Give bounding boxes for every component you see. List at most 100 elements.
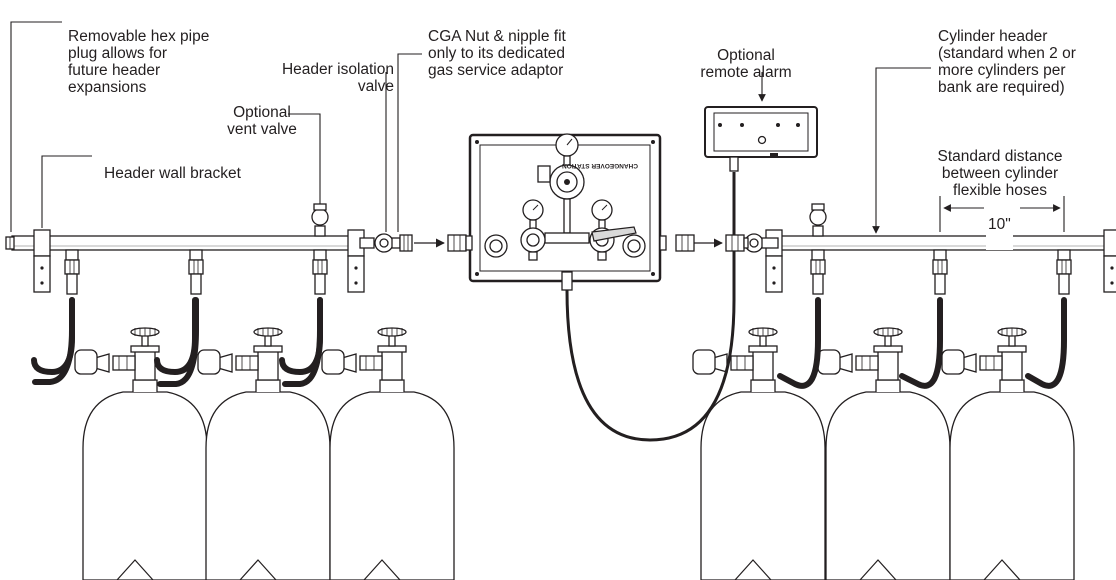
gauge-needle: [601, 204, 608, 211]
alarm-silence-button: [757, 135, 767, 145]
panel-port-inner: [489, 239, 503, 253]
cylinder-outlet-nut: [855, 355, 879, 371]
alarm-mount-tab: [770, 153, 778, 157]
cylinder-neck: [132, 379, 158, 392]
bracket-plate: [347, 255, 365, 293]
bracket-plate: [765, 255, 783, 293]
hose-ferrule: [812, 273, 824, 295]
vent-stem: [812, 225, 824, 237]
cylinder-valve-body: [134, 349, 156, 381]
cga-nut-fitting: [447, 234, 467, 252]
cylinder-neck: [255, 379, 281, 392]
flexible-hose: [899, 297, 943, 389]
bracket-screw: [354, 281, 358, 285]
gauge-needle: [566, 138, 573, 146]
swivel-nut: [64, 259, 80, 275]
cylinder-valve-body: [752, 349, 774, 381]
swivel-nut: [1056, 259, 1072, 275]
bracket-clamp: [33, 229, 51, 257]
cylinder-valve-body: [1001, 349, 1023, 381]
alarm-cable-gland: [729, 156, 739, 172]
valve-collar: [130, 345, 160, 353]
cylinder-neck: [379, 379, 405, 392]
cylinder-cut-line: [116, 559, 154, 580]
pipe-nipple: [391, 237, 401, 249]
vent-stem: [314, 225, 326, 237]
alarm-signal-cable: [565, 172, 736, 442]
cga-nut: [675, 234, 695, 252]
bracket-screw: [40, 266, 44, 270]
bracket-screw: [1110, 266, 1114, 270]
cylinder-cut-line: [983, 559, 1021, 580]
cylinder-body: [205, 391, 331, 580]
vent-cap: [811, 203, 825, 211]
alarm-indicator-light: [796, 123, 800, 127]
bracket-screw: [1110, 281, 1114, 285]
flexible-hose: [154, 297, 198, 376]
tee-outlet: [933, 249, 947, 261]
swivel-nut: [810, 259, 826, 275]
arrow-cylinder-header: [872, 67, 931, 234]
alarm-indicator-light: [740, 123, 744, 127]
tee-outlet: [189, 249, 203, 261]
flexible-hose: [279, 297, 323, 376]
regulator-lock: [537, 165, 551, 183]
pigtail-elbow: [692, 349, 716, 375]
hose-fitting: [312, 249, 328, 295]
cylinder-neck: [999, 379, 1025, 392]
header-pipe: [777, 235, 1116, 251]
leader-lines: [10, 21, 1065, 234]
valve-collar: [377, 345, 407, 353]
cylinder-cut-line: [239, 559, 277, 580]
tee-outlet: [65, 249, 79, 261]
alarm-indicator-light: [718, 123, 722, 127]
hose-ferrule: [66, 273, 78, 295]
cylinder-neck: [750, 379, 776, 392]
cga-nut-fitting: [399, 234, 413, 252]
hose-fitting: [188, 249, 204, 295]
tee-outlet: [811, 249, 825, 261]
cga-nut: [447, 234, 467, 252]
cylinder-outlet-nut: [359, 355, 383, 371]
header-wall-bracket: [33, 229, 51, 293]
cga-nut: [725, 234, 745, 252]
gas-cylinder: [941, 327, 1075, 580]
pigtail-elbow: [817, 349, 841, 375]
cylinder-neck: [875, 379, 901, 392]
valve-collar: [873, 345, 903, 353]
panel-screw: [475, 272, 479, 276]
label-header-wall-bracket: Header wall bracket: [104, 165, 241, 182]
tee-outlet: [313, 249, 327, 261]
cylinder-valve-body: [257, 349, 279, 381]
bracket-plate: [1103, 255, 1116, 293]
bank-regulator-knob: [526, 233, 540, 247]
regulator-outlet: [597, 251, 607, 261]
vent-body: [809, 208, 827, 226]
bracket-screw: [40, 281, 44, 285]
header-pipe: [11, 235, 361, 251]
cylinder-body: [329, 391, 455, 580]
panel-port-inner: [627, 239, 641, 253]
panel-screw: [651, 140, 655, 144]
bracket-clamp: [1103, 229, 1116, 257]
leader-wall-bracket: [41, 155, 92, 228]
valve-collar: [997, 345, 1027, 353]
hose-fitting: [932, 249, 948, 295]
pipe-nipple: [743, 237, 749, 249]
cylinder-cut-line: [363, 559, 401, 580]
bracket-screw: [772, 266, 776, 270]
vent-valve: [809, 203, 827, 237]
cylinder-valve-body: [381, 349, 403, 381]
pigtail-elbow: [197, 349, 221, 375]
changeover-panel: CHANGEOVER STATION: [465, 133, 667, 291]
cylinder-cut-line: [734, 559, 772, 580]
hose-fitting: [810, 249, 826, 295]
cable-fitting: [561, 271, 573, 291]
bracket-screw: [772, 281, 776, 285]
regulator-center: [564, 179, 570, 185]
panel-screw: [475, 140, 479, 144]
